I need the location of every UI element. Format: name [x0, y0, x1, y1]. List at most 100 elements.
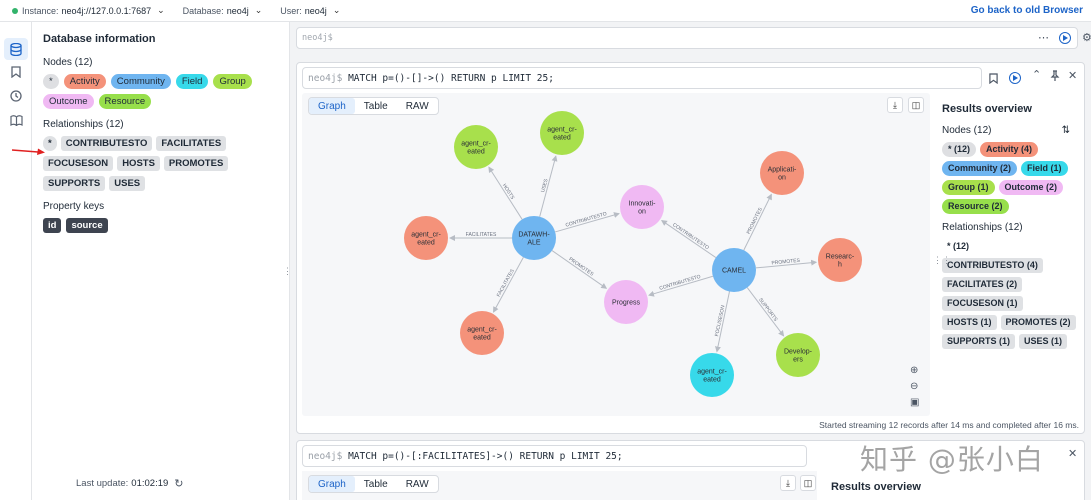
results-relationships-title: Relationships (12)	[942, 222, 1023, 233]
relationship-type-chip[interactable]: FOCUSESON	[43, 156, 114, 171]
graph-node[interactable]	[712, 248, 756, 292]
result-relationship-chip[interactable]: HOSTS (1)	[942, 315, 997, 330]
relationship-type-chip[interactable]: USES	[109, 176, 146, 191]
results-resize-handle[interactable]: ⋮⋮	[933, 255, 951, 265]
close-icon[interactable]: ✕	[1068, 448, 1078, 460]
graph-node[interactable]	[776, 333, 820, 377]
bookmark-icon[interactable]	[4, 61, 28, 83]
result-node-chip[interactable]: Field (1)	[1021, 161, 1068, 176]
graph-edge[interactable]	[493, 257, 524, 313]
result-node-chip[interactable]: Resource (2)	[942, 199, 1009, 214]
zoom-in-icon[interactable]: ⊕	[910, 365, 919, 376]
node-label-chip[interactable]: *	[43, 74, 59, 89]
tab-raw[interactable]: RAW	[405, 479, 429, 490]
graph-node[interactable]	[540, 111, 584, 155]
graph-node[interactable]	[690, 353, 734, 397]
result-relationship-chip[interactable]: * (12)	[942, 239, 975, 254]
toggle-panel-icon[interactable]: ◫	[800, 475, 816, 491]
result-node-chip[interactable]: Outcome (2)	[998, 180, 1064, 195]
guide-book-icon[interactable]	[4, 109, 28, 131]
database-selector[interactable]: Database: neo4j ⌄	[183, 5, 263, 16]
node-label-chip[interactable]: Activity	[63, 74, 106, 89]
graph-edge[interactable]	[555, 212, 620, 233]
toggle-panel-icon[interactable]: ◫	[908, 97, 924, 113]
result-node-chip[interactable]: Community (2)	[942, 161, 1017, 176]
tab-raw[interactable]: RAW	[405, 101, 429, 112]
tab-graph[interactable]: Graph	[309, 476, 355, 492]
bookmark-icon[interactable]	[989, 73, 998, 87]
graph-edge[interactable]	[743, 193, 772, 251]
collapse-icon[interactable]: ⌃	[1032, 69, 1042, 81]
node-label-chip[interactable]: Outcome	[43, 94, 94, 109]
graph-node[interactable]	[512, 216, 556, 260]
tab-graph[interactable]: Graph	[309, 98, 355, 114]
refresh-icon[interactable]: ↻	[174, 478, 184, 490]
graph-node[interactable]	[460, 311, 504, 355]
graph-edge[interactable]	[715, 291, 730, 353]
graph-edge[interactable]	[551, 250, 608, 289]
database-icon[interactable]	[4, 38, 28, 60]
result-node-chip[interactable]: * (12)	[942, 142, 977, 157]
query-editor[interactable]: neo4j$ ⋯	[296, 27, 1078, 49]
more-options-icon[interactable]: ⋯	[1038, 32, 1049, 44]
graph-node[interactable]	[454, 125, 498, 169]
node-label-chip[interactable]: Field	[175, 74, 209, 89]
result-node-chip[interactable]: Group (1)	[942, 180, 995, 195]
zoom-out-icon[interactable]: ⊖	[910, 381, 919, 392]
relationship-type-chip[interactable]: CONTRIBUTESTO	[60, 136, 153, 151]
edge-label: PROMOTES	[771, 258, 801, 267]
pin-icon[interactable]	[1050, 70, 1060, 84]
tab-table[interactable]: Table	[363, 101, 388, 112]
graph-node[interactable]	[604, 280, 648, 324]
relationship-type-chip[interactable]: *	[43, 136, 57, 151]
panel-resize-handle[interactable]: ⋮⋮	[283, 266, 301, 276]
relationship-type-chip[interactable]: SUPPORTS	[43, 176, 106, 191]
result-node-chip[interactable]: Activity (4)	[980, 142, 1039, 157]
graph-node[interactable]	[818, 238, 862, 282]
graph-node[interactable]	[760, 151, 804, 195]
result-relationship-chip[interactable]: PROMOTES (2)	[1000, 315, 1076, 330]
relationship-type-chip[interactable]: PROMOTES	[163, 156, 229, 171]
graph-edge[interactable]	[539, 155, 558, 217]
rerun-query-icon[interactable]	[1009, 72, 1021, 84]
last-update-value: 01:02:19	[131, 478, 169, 489]
node-label-chip[interactable]: Resource	[98, 94, 152, 109]
icon-rail	[0, 22, 32, 500]
graph-edge[interactable]	[488, 166, 523, 220]
frame-query-bar[interactable]: neo4j$ MATCH p=()-[]->() RETURN p LIMIT …	[302, 67, 1021, 89]
relationship-type-chip[interactable]: FACILITATES	[156, 136, 227, 151]
close-icon[interactable]: ✕	[1068, 70, 1078, 82]
graph-node[interactable]	[620, 185, 664, 229]
graph-node[interactable]	[404, 216, 448, 260]
instance-selector[interactable]: Instance: neo4j://127.0.0.1:7687 ⌄	[12, 5, 165, 16]
relationship-type-chip[interactable]: HOSTS	[117, 156, 160, 171]
old-browser-link[interactable]: Go back to old Browser	[970, 5, 1083, 16]
download-icon[interactable]: ⤓	[887, 97, 903, 113]
property-key-chip[interactable]: source	[66, 218, 108, 233]
results-overview: Results overview Nodes (12) ⇅ * (12)Acti…	[931, 93, 1081, 416]
property-key-chip[interactable]: id	[43, 218, 62, 233]
result-relationship-chip[interactable]: CONTRIBUTESTO (4)	[942, 258, 1043, 273]
sort-icon[interactable]: ⇅	[1061, 125, 1070, 136]
graph-edge[interactable]	[660, 219, 717, 258]
fit-to-screen-icon[interactable]: ▣	[910, 397, 920, 408]
graph-visualization-2[interactable]: Graph Table RAW ⤓ ◫	[302, 471, 817, 500]
graph-edge[interactable]	[755, 259, 818, 269]
download-icon[interactable]: ⤓	[780, 475, 796, 491]
result-relationship-chip[interactable]: FACILITATES (2)	[942, 277, 1023, 292]
run-query-icon[interactable]	[1059, 32, 1071, 44]
result-relationship-chip[interactable]: USES (1)	[1019, 334, 1068, 349]
tab-table[interactable]: Table	[363, 479, 388, 490]
user-selector[interactable]: User: neo4j ⌄	[280, 5, 340, 16]
node-label-chip[interactable]: Community	[110, 74, 171, 89]
node-label-chip[interactable]: Group	[213, 74, 252, 89]
gear-icon[interactable]: ⚙	[1082, 32, 1091, 44]
graph-edge[interactable]	[648, 275, 714, 297]
frame2-query-bar[interactable]: neo4j$ MATCH p=()-[:FACILITATES]->() RET…	[302, 445, 807, 467]
result-relationship-chip[interactable]: FOCUSESON (1)	[942, 296, 1023, 311]
graph-edge[interactable]	[746, 287, 785, 337]
result-relationship-chip[interactable]: SUPPORTS (1)	[942, 334, 1016, 349]
history-icon[interactable]	[4, 85, 28, 107]
